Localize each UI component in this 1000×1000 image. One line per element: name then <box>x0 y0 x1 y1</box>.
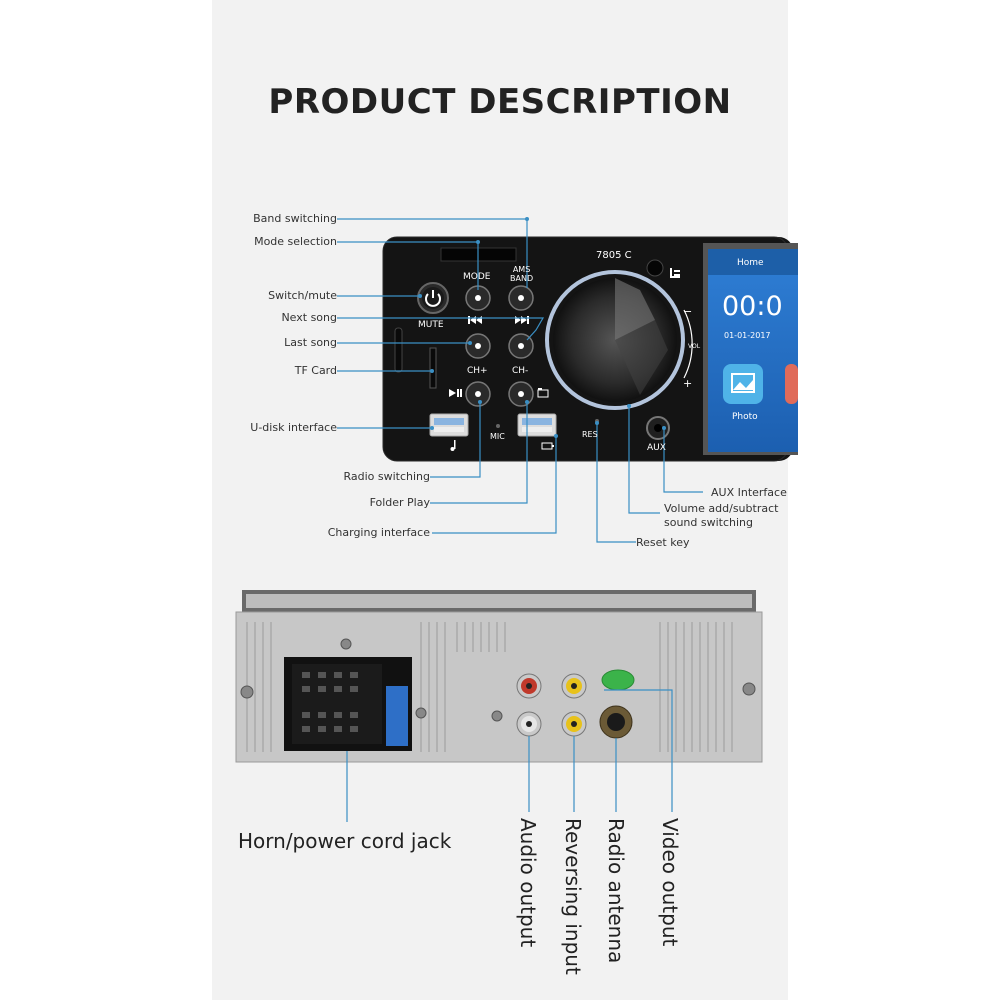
mode-label: MODE <box>463 272 491 282</box>
model-label: 7805 C <box>596 250 632 261</box>
rca-jack-white <box>516 711 542 737</box>
mute-label: MUTE <box>418 320 444 330</box>
usb-port-charge <box>517 413 557 437</box>
vol-label: VOL <box>688 343 701 350</box>
volume-arc <box>683 309 693 379</box>
iso-connector <box>284 657 412 751</box>
aux-label: AUX <box>647 443 666 453</box>
callout-volume: Volume add/subtract <box>664 502 779 515</box>
play-pause-icon <box>449 389 462 397</box>
tf-card-reader <box>429 347 437 389</box>
callout-radio-switching: Radio switching <box>343 470 430 483</box>
mic-hole <box>496 424 500 428</box>
callout-tf-card: TF Card <box>294 364 337 377</box>
screen-clock: 00:0 <box>722 292 783 322</box>
antenna-jack <box>599 705 633 739</box>
screen-photo-label: Photo <box>732 412 758 422</box>
ch-plus-button <box>465 381 491 407</box>
rca-jack-yellow-top <box>561 673 587 699</box>
rear-panel <box>235 590 763 763</box>
ch-minus-label: CH- <box>512 366 529 376</box>
callout-band-switching: Band switching <box>253 212 337 225</box>
res-label: RES <box>582 430 598 439</box>
vol-minus-label: − <box>683 305 693 318</box>
callout-reversing-input: Reversing input <box>561 818 585 975</box>
prev-button <box>465 333 491 359</box>
background-panel <box>212 0 788 1000</box>
screw-icons <box>240 638 756 722</box>
ams-band-button <box>508 285 534 311</box>
ch-minus-button <box>508 381 534 407</box>
callout-switch-mute: Switch/mute <box>268 289 337 302</box>
callout-u-disk: U-disk interface <box>250 421 337 434</box>
list-icon <box>670 268 680 278</box>
folder-icon <box>537 388 549 398</box>
callout-audio-output: Audio output <box>516 818 540 948</box>
callout-sound-switching: sound switching <box>664 516 754 529</box>
callout-lines-rear <box>346 689 673 822</box>
music-note-icon <box>450 440 456 451</box>
callout-horn-power: Horn/power cord jack <box>238 829 452 853</box>
volume-knob <box>545 270 685 410</box>
usb-port-music <box>429 413 469 437</box>
mic-label: MIC <box>490 432 505 441</box>
callout-video-output: Video output <box>658 818 682 947</box>
green-tag <box>601 669 635 691</box>
camera-lens <box>646 259 664 277</box>
callout-last-song: Last song <box>284 336 337 349</box>
ch-plus-label: CH+ <box>467 366 488 376</box>
callout-folder-play: Folder Play <box>369 496 430 509</box>
tf-card-slot <box>394 327 403 373</box>
battery-icon <box>541 442 554 450</box>
callout-radio-antenna: Radio antenna <box>604 818 628 964</box>
screen-home-label: Home <box>737 258 764 268</box>
touch-screen <box>703 243 798 455</box>
callout-mode-selection: Mode selection <box>254 235 337 248</box>
screen-date: 01-01-2017 <box>724 331 771 340</box>
vol-plus-label: + <box>683 377 693 390</box>
rca-jack-red <box>516 673 542 699</box>
callout-charging-interface: Charging interface <box>327 526 430 539</box>
callout-next-song: Next song <box>281 311 337 324</box>
mute-button <box>417 282 449 314</box>
ams-band-label: AMS BAND <box>510 265 534 283</box>
callout-reset-key: Reset key <box>636 536 690 549</box>
page-title: PRODUCT DESCRIPTION <box>268 82 732 122</box>
callout-aux-interface: AUX Interface <box>711 486 787 499</box>
rca-jack-yellow-bottom <box>561 711 587 737</box>
